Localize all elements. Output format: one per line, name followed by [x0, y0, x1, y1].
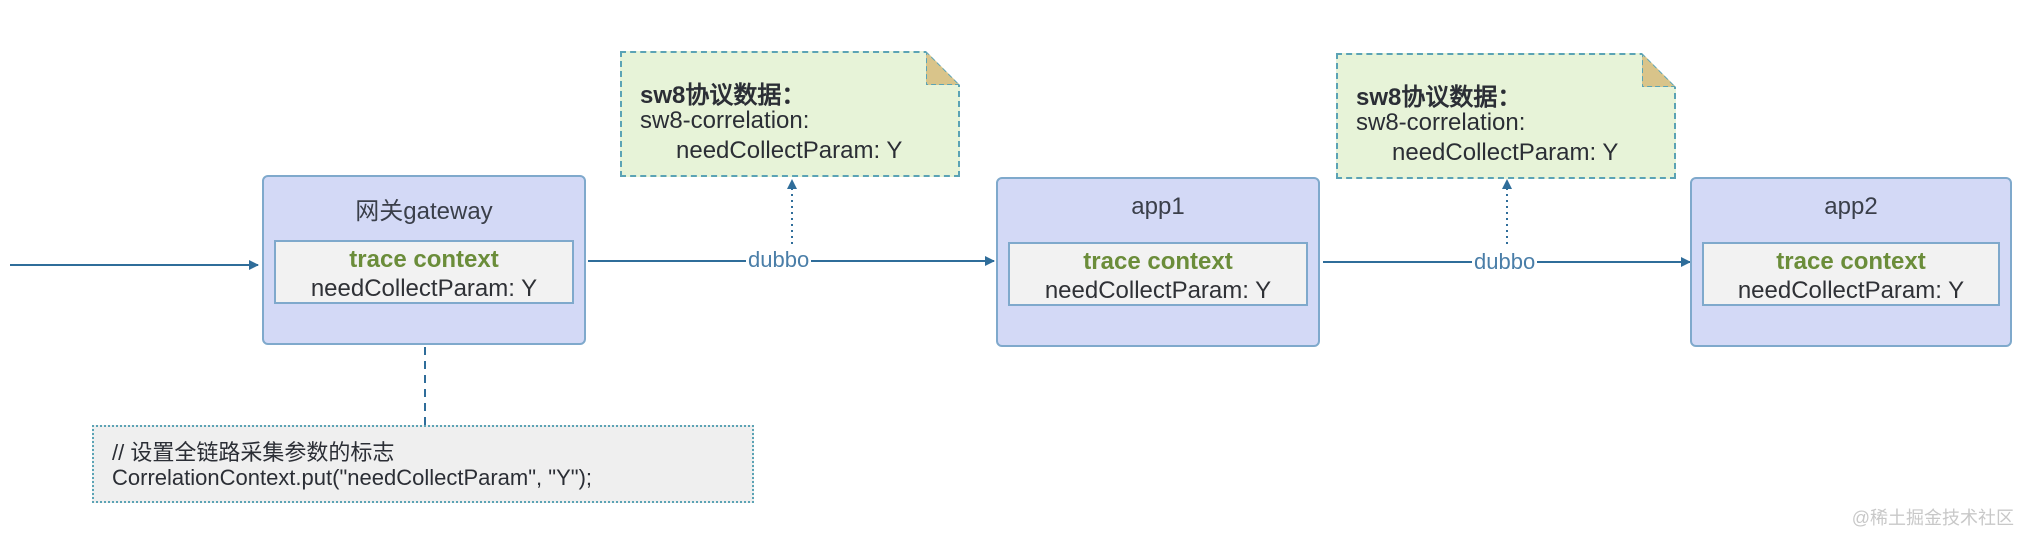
gateway-context-value: needCollectParam: Y: [310, 275, 538, 302]
app2-node: app2 trace context needCollectParam: Y: [1690, 177, 2012, 347]
app1-trace-context: trace context needCollectParam: Y: [1008, 242, 1308, 306]
edge-label-dubbo-2: dubbo: [1472, 249, 1538, 275]
code-statement: CorrelationContext.put("needCollectParam…: [112, 465, 593, 490]
app2-trace-context: trace context needCollectParam: Y: [1702, 242, 2000, 306]
gateway-trace-context: trace context needCollectParam: Y: [274, 240, 574, 304]
note-2-title: sw8协议数据：: [1356, 84, 1522, 111]
watermark: @稀土掘金技术社区: [1851, 508, 2014, 528]
app2-context-title: trace context: [1776, 248, 1926, 275]
sw8-note-2: sw8协议数据： sw8-correlation: needCollectPar…: [1336, 53, 1676, 179]
app1-node: app1 trace context needCollectParam: Y: [996, 177, 1320, 347]
gateway-title: 网关gateway: [355, 198, 493, 225]
gateway-context-title: trace context: [349, 246, 499, 273]
code-comment: // 设置全链路采集参数的标志: [112, 440, 395, 465]
app2-title: app2: [1824, 193, 1878, 220]
note-2-line-3: needCollectParam: Y: [1392, 139, 1619, 166]
note-1-line-3: needCollectParam: Y: [676, 137, 903, 164]
note-fold-icon: [926, 51, 960, 85]
note-1-line-2: sw8-correlation:: [640, 107, 810, 134]
note-2-line-2: sw8-correlation:: [1356, 109, 1526, 136]
edge-label-dubbo-1: dubbo: [746, 247, 812, 273]
note-fold-icon: [1642, 53, 1676, 87]
app1-context-title: trace context: [1083, 248, 1233, 275]
code-snippet-box: // 设置全链路采集参数的标志 CorrelationContext.put("…: [92, 425, 754, 503]
note-1-title: sw8协议数据：: [640, 82, 806, 109]
app1-title: app1: [1131, 193, 1185, 220]
sw8-note-1: sw8协议数据： sw8-correlation: needCollectPar…: [620, 51, 960, 177]
app1-context-value: needCollectParam: Y: [1044, 277, 1272, 304]
app2-context-value: needCollectParam: Y: [1737, 277, 1965, 304]
gateway-node: 网关gateway trace context needCollectParam…: [262, 175, 586, 345]
